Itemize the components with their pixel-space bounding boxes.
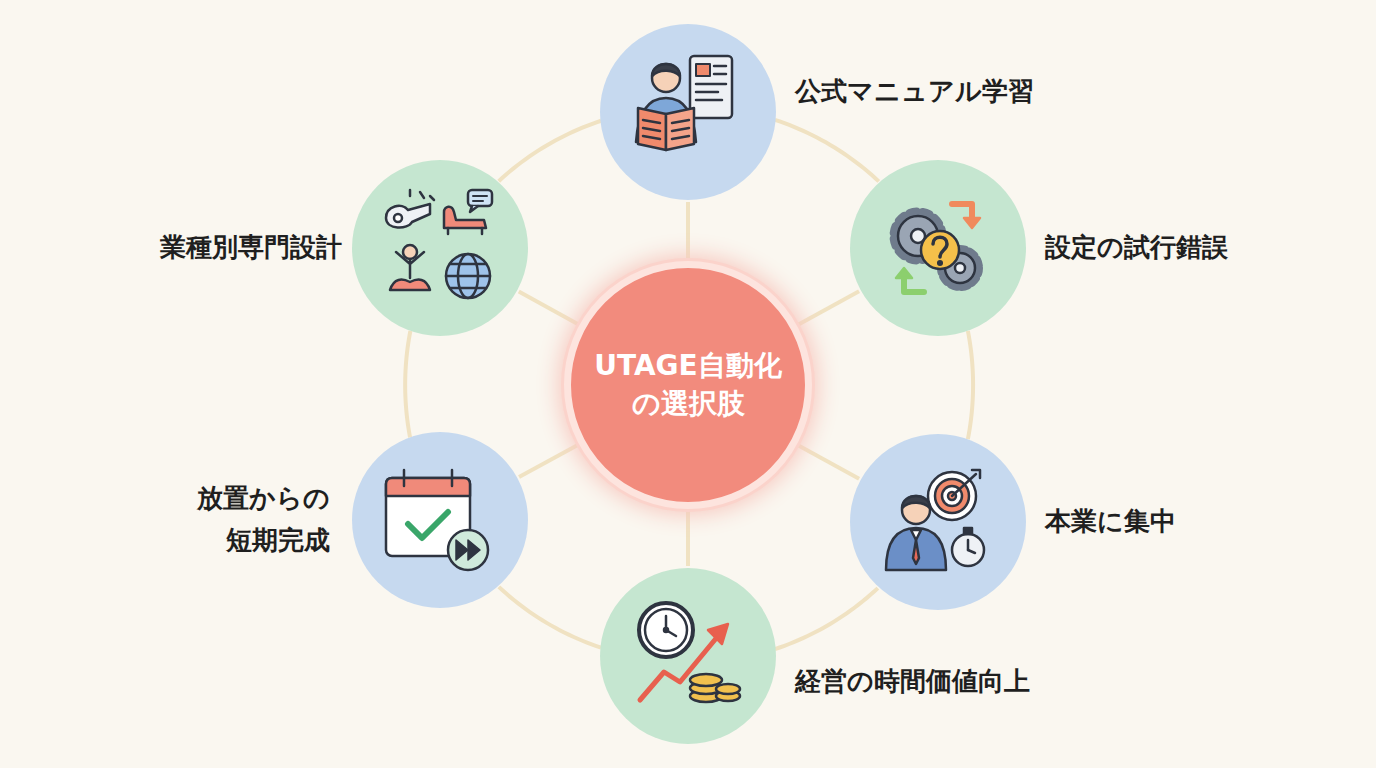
reading-icon — [636, 56, 732, 150]
ring-arc — [499, 587, 601, 648]
option-circle: 放置からの 短期完成 — [352, 432, 528, 608]
circle-fill — [850, 434, 1026, 610]
label-holder: 放置からの 短期完成 — [160, 478, 330, 561]
circle-fill — [352, 160, 528, 336]
circle-shape — [600, 24, 776, 200]
option-label: 放置からの 短期完成 — [160, 478, 330, 561]
ring-arc — [775, 588, 878, 649]
spoke-line — [519, 445, 577, 477]
spoke-line — [798, 446, 859, 479]
option-circle: 設定の試行錯誤 — [850, 160, 1026, 336]
option-circle: 本業に集中 — [850, 434, 1026, 610]
circle-shape — [600, 568, 776, 744]
focus-icon — [886, 470, 984, 570]
option-label: 経営の時間価値向上 — [795, 661, 1055, 703]
circle-shape — [352, 432, 528, 608]
ring-arc — [775, 120, 879, 182]
center-circle: UTAGE自動化 の選択肢 — [564, 261, 812, 509]
option-label: 業種別専門設計 — [160, 227, 330, 269]
option-circle: 公式マニュアル学習 — [600, 24, 776, 200]
circle-fill — [352, 432, 528, 608]
spoke-line — [686, 511, 690, 566]
circle-shape — [352, 160, 528, 336]
gears-icon — [894, 204, 980, 292]
ring-arc — [968, 331, 973, 439]
option-label: 本業に集中 — [1045, 501, 1305, 543]
label-holder: 設定の試行錯誤 — [1045, 227, 1305, 269]
label-holder: 公式マニュアル学習 — [795, 71, 1055, 113]
option-label: 公式マニュアル学習 — [795, 71, 1055, 113]
ring-arc — [405, 331, 410, 437]
circle-shape — [850, 160, 1026, 336]
option-circle: 経営の時間価値向上 — [600, 568, 776, 744]
option-circle: 業種別専門設計 — [352, 160, 528, 336]
circle-fill — [850, 160, 1026, 336]
spoke-line — [519, 292, 578, 325]
label-holder: 経営の時間価値向上 — [795, 661, 1055, 703]
label-holder: 業種別専門設計 — [160, 227, 330, 269]
option-label: 設定の試行錯誤 — [1045, 227, 1305, 269]
industry-icon — [386, 190, 492, 298]
calendar-icon — [386, 470, 488, 570]
ring-arc — [499, 121, 601, 181]
spoke-line — [686, 202, 690, 259]
spoke-line — [798, 291, 859, 324]
label-holder: 本業に集中 — [1045, 501, 1305, 543]
time-value-icon — [639, 603, 740, 702]
circle-shape — [850, 434, 1026, 610]
circle-fill — [600, 24, 776, 200]
center-title: UTAGE自動化 の選択肢 — [588, 347, 788, 423]
circle-fill — [600, 568, 776, 744]
